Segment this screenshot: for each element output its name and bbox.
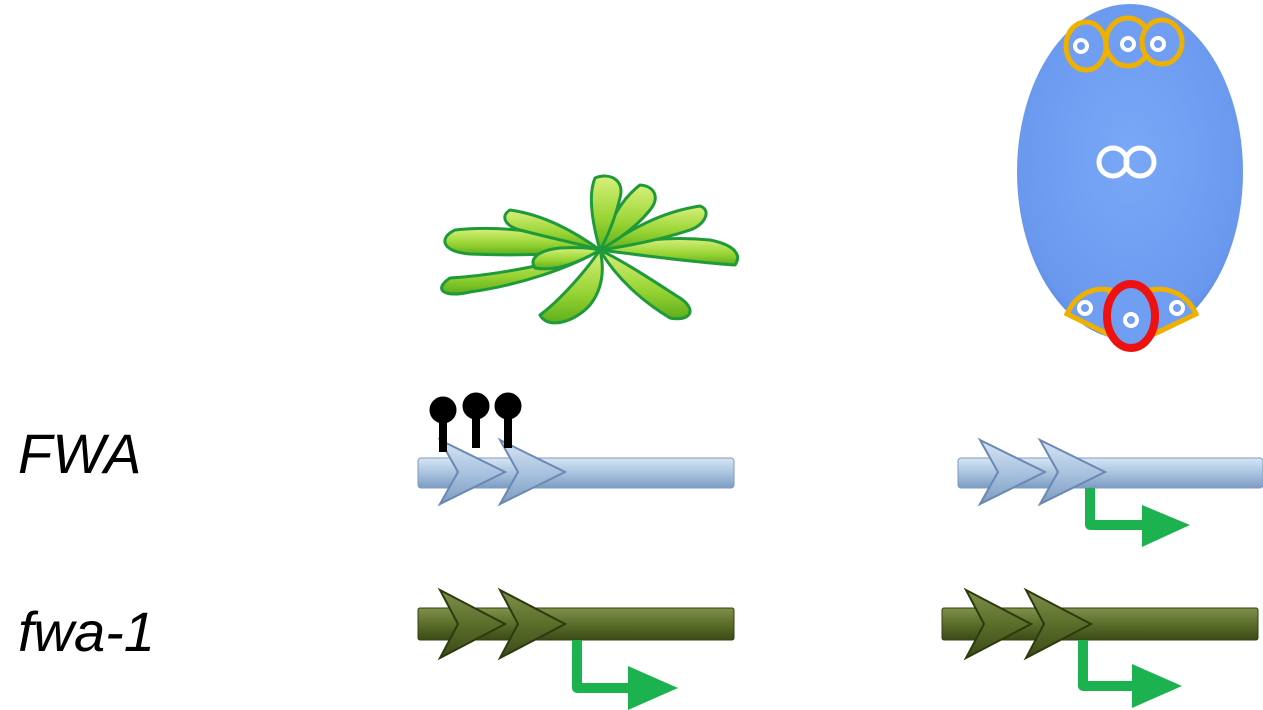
fwa-gene-left <box>417 392 735 507</box>
fwa-1-gene-right <box>941 587 1259 708</box>
row-label-fwa-1: fwa-1 <box>18 600 155 663</box>
embryo-sac-icon <box>1017 4 1243 352</box>
tandem-repeat-chevron-icon <box>497 587 568 661</box>
rosette-plant-icon <box>440 174 740 325</box>
bent-arrow-transcription-icon <box>572 640 678 710</box>
lollipop-methylation-icon <box>429 392 522 452</box>
tandem-repeat-chevron-icon <box>963 587 1034 661</box>
bent-arrow-transcription-icon <box>1085 488 1190 547</box>
tandem-repeat-chevron-icon <box>1037 437 1108 507</box>
tandem-repeat-chevron-icon <box>437 437 508 507</box>
row-label-fwa: FWA <box>18 422 142 485</box>
tandem-repeat-chevron-icon <box>1023 587 1094 661</box>
fwa-1-gene-left <box>417 587 735 710</box>
tandem-repeat-chevron-icon <box>497 437 568 507</box>
tandem-repeat-chevron-icon <box>977 437 1048 507</box>
fwa-gene-right <box>957 437 1263 547</box>
polar-nuclei <box>1096 145 1157 179</box>
tandem-repeat-chevron-icon <box>437 587 508 661</box>
bent-arrow-transcription-icon <box>1078 640 1182 708</box>
